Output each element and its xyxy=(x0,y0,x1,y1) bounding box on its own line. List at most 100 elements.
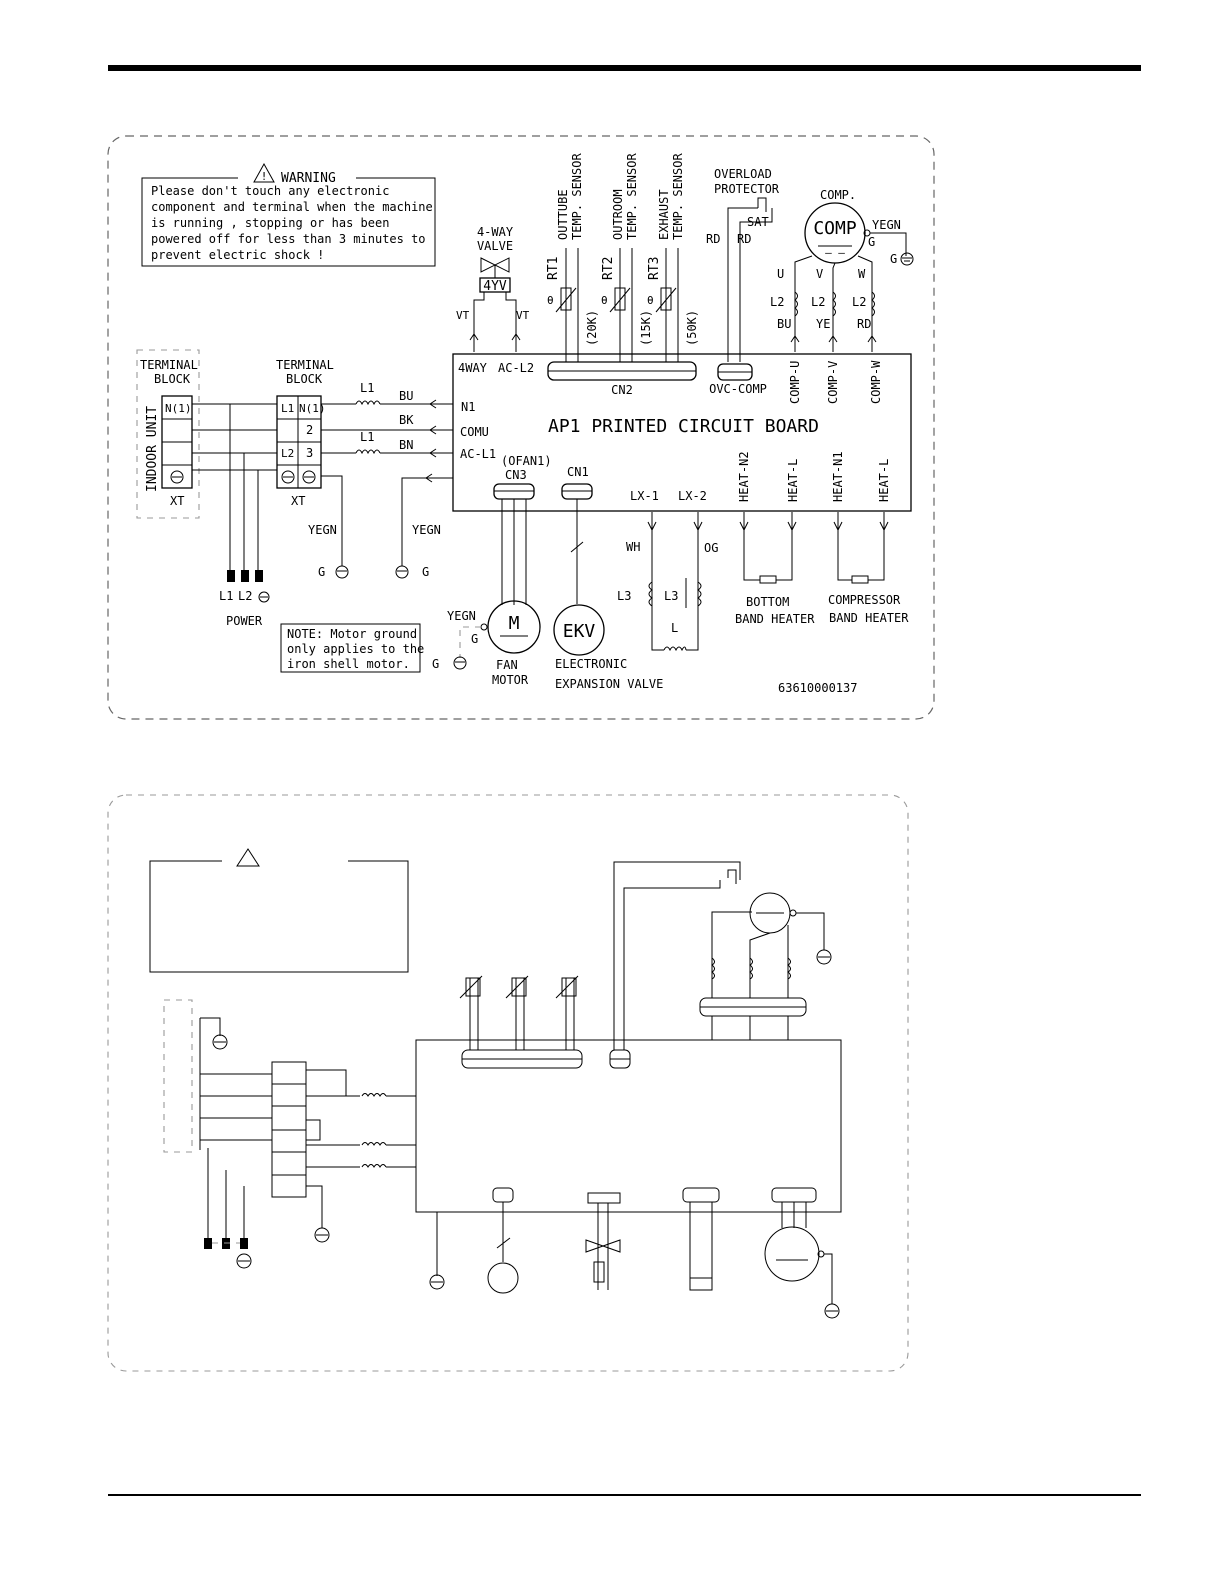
svg-text:TEMP. SENSOR: TEMP. SENSOR xyxy=(570,153,584,240)
svg-text:HEAT-L: HEAT-L xyxy=(877,459,891,502)
svg-text:TEMP. SENSOR: TEMP. SENSOR xyxy=(625,153,639,240)
fan-motor: M YEGN G G FAN MOTOR xyxy=(432,499,541,687)
power-label: POWER xyxy=(226,614,263,628)
svg-text:L3: L3 xyxy=(664,589,678,603)
svg-text:XT: XT xyxy=(291,494,305,508)
svg-text:L2: L2 xyxy=(238,589,252,603)
indoor-unit-label: INDOOR UNIT xyxy=(145,406,160,492)
svg-text:COMPRESSOR: COMPRESSOR xyxy=(828,593,901,607)
svg-text:(20K): (20K) xyxy=(585,310,599,346)
indoor-terminal-block: TERMINAL BLOCK INDOOR UNIT N(1) XT xyxy=(136,349,200,519)
electronic-expansion-valve: EKV ELECTRONIC EXPANSION VALVE xyxy=(553,499,663,691)
svg-text:(OFAN1): (OFAN1) xyxy=(501,454,552,468)
svg-text:θ: θ xyxy=(647,294,654,307)
power-supply: L1 L2 POWER xyxy=(219,570,270,628)
bottom-rule xyxy=(108,1494,1141,1496)
svg-text:HEAT-L: HEAT-L xyxy=(786,459,800,502)
svg-text:YEGN: YEGN xyxy=(308,523,337,537)
svg-text:TERMINAL: TERMINAL xyxy=(140,358,198,372)
svg-text:RD: RD xyxy=(857,317,871,331)
svg-text:ELECTRONIC: ELECTRONIC xyxy=(555,657,627,671)
svg-text:L1: L1 xyxy=(360,430,374,444)
svg-text:COMU: COMU xyxy=(460,425,489,439)
svg-text:EKV: EKV xyxy=(563,621,596,642)
svg-text:VT: VT xyxy=(456,309,470,322)
temperature-sensors: OUTTUBE TEMP. SENSOR OUTROOM TEMP. SENSO… xyxy=(546,153,699,362)
svg-text:L2: L2 xyxy=(281,447,294,460)
svg-text:BAND HEATER: BAND HEATER xyxy=(735,612,815,626)
warning-line-3: is running , stopping or has been xyxy=(151,216,389,230)
svg-text:OG: OG xyxy=(704,541,718,555)
lower-diagram xyxy=(107,794,909,1372)
svg-text:L1: L1 xyxy=(219,589,233,603)
svg-text:VALVE: VALVE xyxy=(477,239,513,253)
svg-text:BAND HEATER: BAND HEATER xyxy=(829,611,909,625)
svg-text:RD: RD xyxy=(737,232,751,246)
svg-text:only applies to the: only applies to the xyxy=(287,642,424,656)
svg-text:(50K): (50K) xyxy=(685,310,699,346)
svg-text:θ: θ xyxy=(547,294,554,307)
svg-text:— —: — — xyxy=(825,246,845,259)
svg-text:G: G xyxy=(422,565,429,579)
svg-text:BN: BN xyxy=(399,438,413,452)
svg-text:L1: L1 xyxy=(281,402,294,415)
svg-text:CN3: CN3 xyxy=(505,468,527,482)
upper-diagram-frame xyxy=(107,135,935,720)
warning-line-1: Please don't touch any electronic xyxy=(151,184,389,198)
svg-text:!: ! xyxy=(261,170,268,183)
svg-text:CN2: CN2 xyxy=(611,383,633,397)
warning-title: WARNING xyxy=(281,171,336,186)
svg-text:G: G xyxy=(471,632,478,646)
svg-text:COMP.: COMP. xyxy=(820,188,856,202)
svg-text:YEGN: YEGN xyxy=(447,609,476,623)
valve-icon xyxy=(480,257,510,273)
warning-line-5: prevent electric shock ! xyxy=(151,248,324,262)
warning-line-2: component and terminal when the machine xyxy=(151,200,433,214)
svg-text:BLOCK: BLOCK xyxy=(154,372,191,386)
svg-text:CN1: CN1 xyxy=(567,465,589,479)
svg-text:EXPANSION VALVE: EXPANSION VALVE xyxy=(555,677,663,691)
svg-text:YEGN: YEGN xyxy=(412,523,441,537)
svg-text:L2: L2 xyxy=(811,295,825,309)
four-way-valve: 4-WAY VALVE 4YV VT VT xyxy=(456,225,530,352)
svg-text:RT1: RT1 xyxy=(546,257,561,280)
svg-text:SAT: SAT xyxy=(747,215,769,229)
svg-text:θ: θ xyxy=(601,294,608,307)
top-rule xyxy=(108,65,1141,71)
svg-text:N(1): N(1) xyxy=(299,402,326,415)
terminal-wires: L1 L1 BU BK BN YEGN YEGN G G xyxy=(192,381,453,579)
svg-text:4WAY: 4WAY xyxy=(458,361,488,375)
svg-text:HEAT-N1: HEAT-N1 xyxy=(831,451,845,502)
warning-line-4: powered off for less than 3 minutes to xyxy=(151,232,426,246)
warning-box: ! WARNING Please don't touch any electro… xyxy=(141,162,436,267)
svg-text:G: G xyxy=(432,657,439,671)
svg-text:XT: XT xyxy=(170,494,184,508)
svg-text:BLOCK: BLOCK xyxy=(286,372,323,386)
pcb-board: AP1 PRINTED CIRCUIT BOARD 4WAY AC-L2 COM… xyxy=(452,353,912,512)
svg-text:2: 2 xyxy=(306,423,313,437)
svg-text:AC-L1: AC-L1 xyxy=(460,447,496,461)
svg-text:BU: BU xyxy=(777,317,791,331)
svg-text:HEAT-N2: HEAT-N2 xyxy=(737,451,751,502)
svg-text:G: G xyxy=(890,252,897,266)
svg-text:(15K): (15K) xyxy=(639,310,653,346)
svg-text:N(1): N(1) xyxy=(165,402,192,415)
svg-text:BU: BU xyxy=(399,389,413,403)
svg-text:OVERLOAD: OVERLOAD xyxy=(714,167,772,181)
svg-text:NOTE: Motor ground: NOTE: Motor ground xyxy=(287,627,417,641)
svg-text:LX-2: LX-2 xyxy=(678,489,707,503)
svg-text:M: M xyxy=(509,613,520,634)
outroom-sensor-label: OUTROOM xyxy=(611,189,625,240)
ground-icon xyxy=(900,252,914,266)
svg-text:4-WAY: 4-WAY xyxy=(477,225,514,239)
svg-text:OVC-COMP: OVC-COMP xyxy=(709,382,767,396)
exhaust-sensor-label: EXHAUST xyxy=(657,189,671,240)
svg-text:BOTTOM: BOTTOM xyxy=(746,595,789,609)
svg-text:RT3: RT3 xyxy=(647,257,662,280)
svg-text:L1: L1 xyxy=(360,381,374,395)
svg-text:L2: L2 xyxy=(852,295,866,309)
svg-text:WH: WH xyxy=(626,540,640,554)
part-number: 63610000137 xyxy=(778,681,857,695)
svg-text:VT: VT xyxy=(516,309,530,322)
